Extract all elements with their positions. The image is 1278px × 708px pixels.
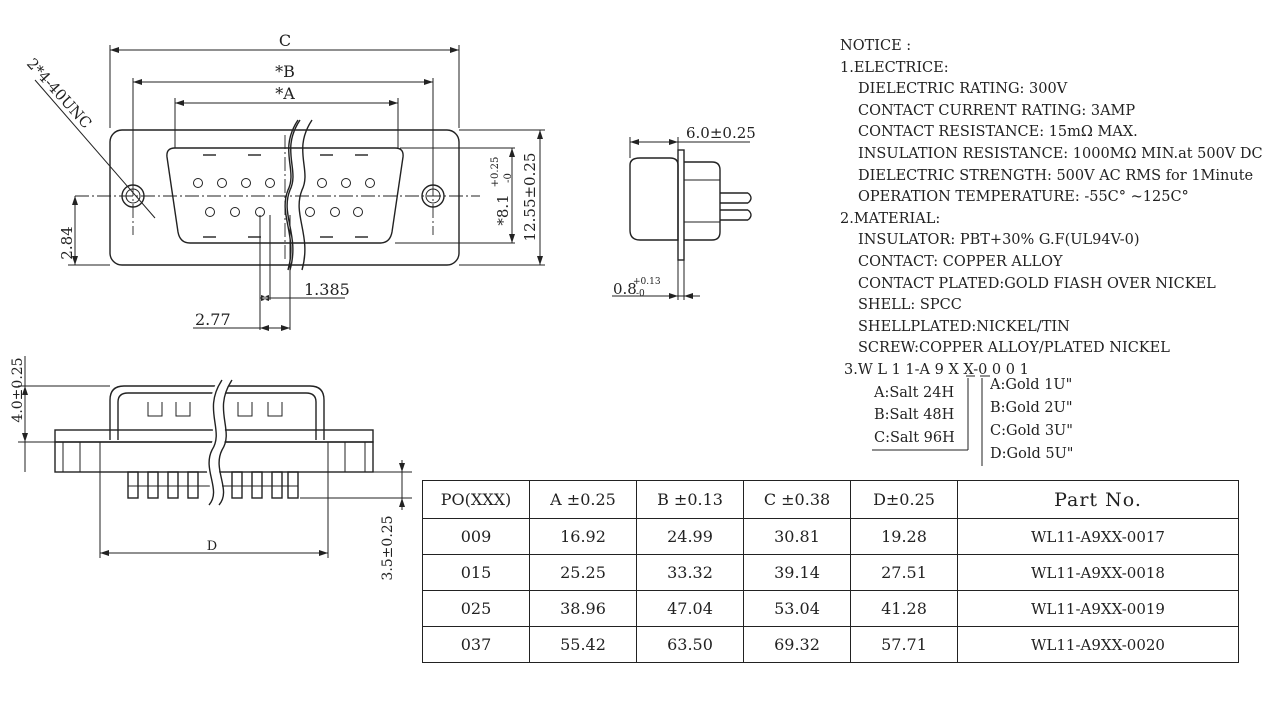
cell: WL11-A9XX-0020: [957, 626, 1239, 663]
cell: 38.96: [529, 590, 637, 627]
cell: 16.92: [529, 518, 637, 555]
salt-option: C:Salt 96H: [874, 429, 955, 446]
cell: 025: [422, 590, 530, 627]
dim-d-label: D: [207, 539, 217, 554]
table-header-row: PO(XXX) A ±0.25 B ±0.13 C ±0.38 D±0.25 P…: [422, 480, 1239, 519]
table-row: 015 25.25 33.32 39.14 27.51 WL11-A9XX-00…: [422, 554, 1239, 591]
cell: 33.32: [636, 554, 744, 591]
notice-title: NOTICE :: [840, 38, 912, 54]
section-material-title: 2.MATERIAL:: [840, 210, 941, 227]
gold-option: B:Gold 2U": [990, 399, 1073, 416]
cell: 53.04: [743, 590, 851, 627]
gold-option: C:Gold 3U": [990, 422, 1073, 439]
bottom-view: 4.0±0.25 3.5±0.25 D: [10, 356, 412, 581]
cell: 24.99: [636, 518, 744, 555]
material-line: SHELLPLATED:NICKEL/TIN: [858, 318, 1070, 335]
dim-a-label: *A: [275, 84, 295, 103]
dim-shell-height: 4.0±0.25: [10, 357, 26, 422]
gold-option: A:Gold 1U": [990, 376, 1073, 393]
dim-offset: 2.84: [58, 226, 76, 259]
part-code: 3.W L 1 1-A 9 X X-0 0 0 1: [844, 361, 1029, 378]
spec-line: INSULATION RESISTANCE: 1000MΩ MIN.at 500…: [858, 145, 1263, 162]
dim-pin-length: 3.5±0.25: [380, 515, 396, 580]
salt-option: B:Salt 48H: [874, 407, 955, 423]
col-header-a: A ±0.25: [529, 480, 637, 519]
cell: WL11-A9XX-0017: [957, 518, 1239, 555]
cell: WL11-A9XX-0019: [957, 590, 1239, 627]
material-line: CONTACT: COPPER ALLOY: [858, 253, 1063, 270]
dim-pitch2: 2.77: [195, 310, 231, 329]
material-line: SHELL: SPCC: [858, 297, 962, 314]
cell: 47.04: [636, 590, 744, 627]
spec-line: CONTACT RESISTANCE: 15mΩ MAX.: [858, 124, 1138, 141]
dim-inner-tol-plus: +0.25: [490, 157, 501, 188]
code-legend-lines: [872, 375, 990, 466]
cell: WL11-A9XX-0018: [957, 554, 1239, 591]
col-header-d: D±0.25: [850, 480, 958, 519]
section-electric-title: 1.ELECTRICE:: [840, 59, 949, 76]
spec-line: DIELECTRIC RATING: 300V: [858, 81, 1068, 98]
dim-inner-height: *8.1: [494, 194, 512, 225]
material-line: INSULATOR: PBT+30% G.F(UL94V-0): [858, 232, 1140, 249]
dimension-table: PO(XXX) A ±0.25 B ±0.13 C ±0.38 D±0.25 P…: [422, 480, 1239, 663]
table-row: 009 16.92 24.99 30.81 19.28 WL11-A9XX-00…: [422, 518, 1239, 555]
cell: 19.28: [850, 518, 958, 555]
cell: 69.32: [743, 626, 851, 663]
cell: 30.81: [743, 518, 851, 555]
dim-thick-tol-plus: +0.13: [633, 277, 661, 287]
cell: 25.25: [529, 554, 637, 591]
dim-thick-tol-minus: -0: [636, 289, 645, 299]
dim-thick: 0.8: [613, 280, 637, 298]
spec-line: DIELECTRIC STRENGTH: 500V AC RMS for 1Mi…: [858, 167, 1254, 184]
cell: 009: [422, 518, 530, 555]
dim-depth: 6.0±0.25: [686, 124, 756, 142]
salt-option: A:Salt 24H: [874, 384, 955, 401]
cell: 39.14: [743, 554, 851, 591]
dim-pitch: 1.385: [304, 280, 350, 299]
dim-inner-tol-minus: -0: [503, 173, 514, 183]
spec-line: OPERATION TEMPERATURE: -55C° ~125C°: [858, 189, 1189, 206]
col-header-c: C ±0.38: [743, 480, 851, 519]
side-view: 6.0±0.25 0.8 +0.13 -0: [612, 124, 756, 300]
dim-c-label: C: [279, 31, 291, 50]
cell: 63.50: [636, 626, 744, 663]
table-row: 037 55.42 63.50 69.32 57.71 WL11-A9XX-00…: [422, 626, 1239, 663]
gold-option: D:Gold 5U": [990, 445, 1074, 462]
cell: 27.51: [850, 554, 958, 591]
cell: 015: [422, 554, 530, 591]
spec-line: CONTACT CURRENT RATING: 3AMP: [858, 102, 1136, 119]
dim-b-label: *B: [275, 62, 295, 81]
col-header-b: B ±0.13: [636, 480, 744, 519]
notice-block: NOTICE : 1.ELECTRICE: DIELECTRIC RATING:…: [840, 36, 1270, 472]
dim-height: 12.55±0.25: [521, 153, 539, 242]
material-line: CONTACT PLATED:GOLD FIASH OVER NICKEL: [858, 275, 1216, 292]
front-view: C *B *A 2*4-40UNC 12.55±0.25 *8.1 +0.25 …: [23, 31, 545, 331]
col-header-part: Part No.: [957, 480, 1239, 519]
col-header-po: PO(XXX): [422, 480, 530, 519]
cell: 037: [422, 626, 530, 663]
cell: 55.42: [529, 626, 637, 663]
screw-callout: 2*4-40UNC: [23, 55, 95, 132]
cell: 57.71: [850, 626, 958, 663]
table-row: 025 38.96 47.04 53.04 41.28 WL11-A9XX-00…: [422, 590, 1239, 627]
cell: 41.28: [850, 590, 958, 627]
material-line: SCREW:COPPER ALLOY/PLATED NICKEL: [858, 340, 1170, 357]
